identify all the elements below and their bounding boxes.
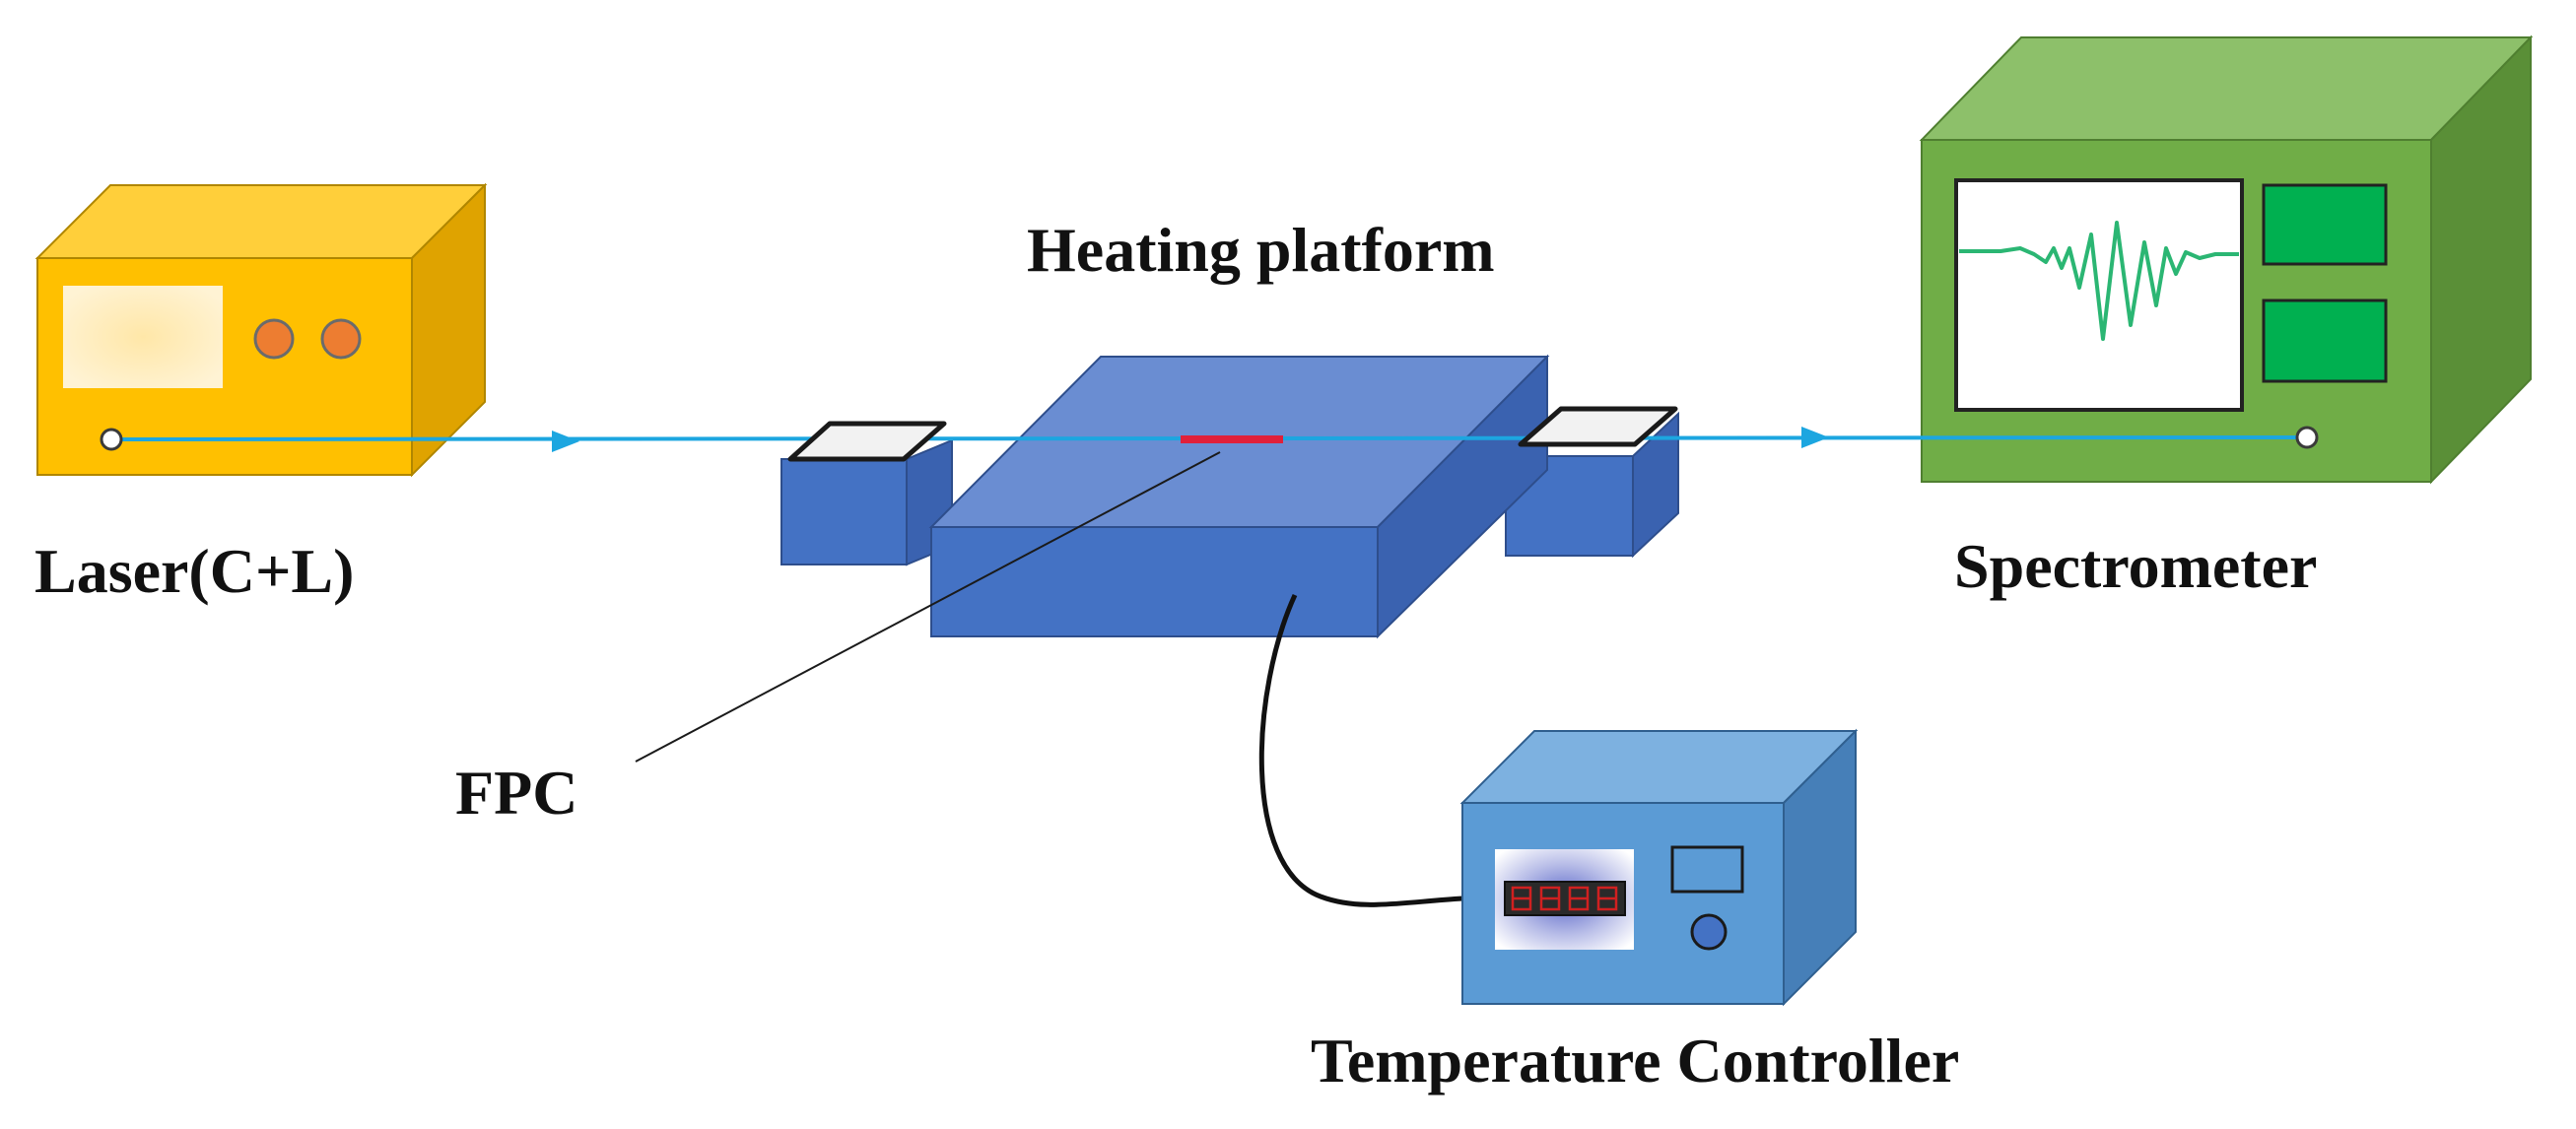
heater-cable <box>1258 593 1463 907</box>
laser-screen <box>63 286 223 388</box>
temperature-controller-box <box>1459 728 1859 1007</box>
digit-readout-icon <box>1511 886 1618 911</box>
left-holder-cap <box>787 421 947 462</box>
heating-platform <box>928 354 1550 639</box>
controller-button <box>1670 845 1744 894</box>
laser-output-port-icon <box>100 428 123 451</box>
arrowhead-icon <box>1801 427 1829 448</box>
spectrometer-panel <box>2262 299 2388 383</box>
spectrometer-panel <box>2262 183 2388 266</box>
arrowhead-icon <box>552 431 579 452</box>
right-holder-cap <box>1518 406 1678 447</box>
spectrometer-label: Spectrometer <box>1954 531 2317 601</box>
spectrometer-box <box>1919 34 2534 485</box>
laser-label: Laser(C+L) <box>34 536 354 606</box>
spectrometer-input-port-icon <box>2295 426 2319 449</box>
laser-box <box>34 182 488 478</box>
heating-platform-label: Heating platform <box>1027 215 1495 285</box>
laser-knob-icon <box>253 318 295 360</box>
spectrum-trace-icon <box>1959 221 2239 341</box>
controller-knob-icon <box>1690 913 1728 951</box>
fpc-label: FPC <box>455 758 577 828</box>
fpc-pointer-line <box>635 451 1221 763</box>
temperature-controller-label: Temperature Controller <box>1311 1026 1959 1096</box>
laser-knob-icon <box>320 318 362 360</box>
